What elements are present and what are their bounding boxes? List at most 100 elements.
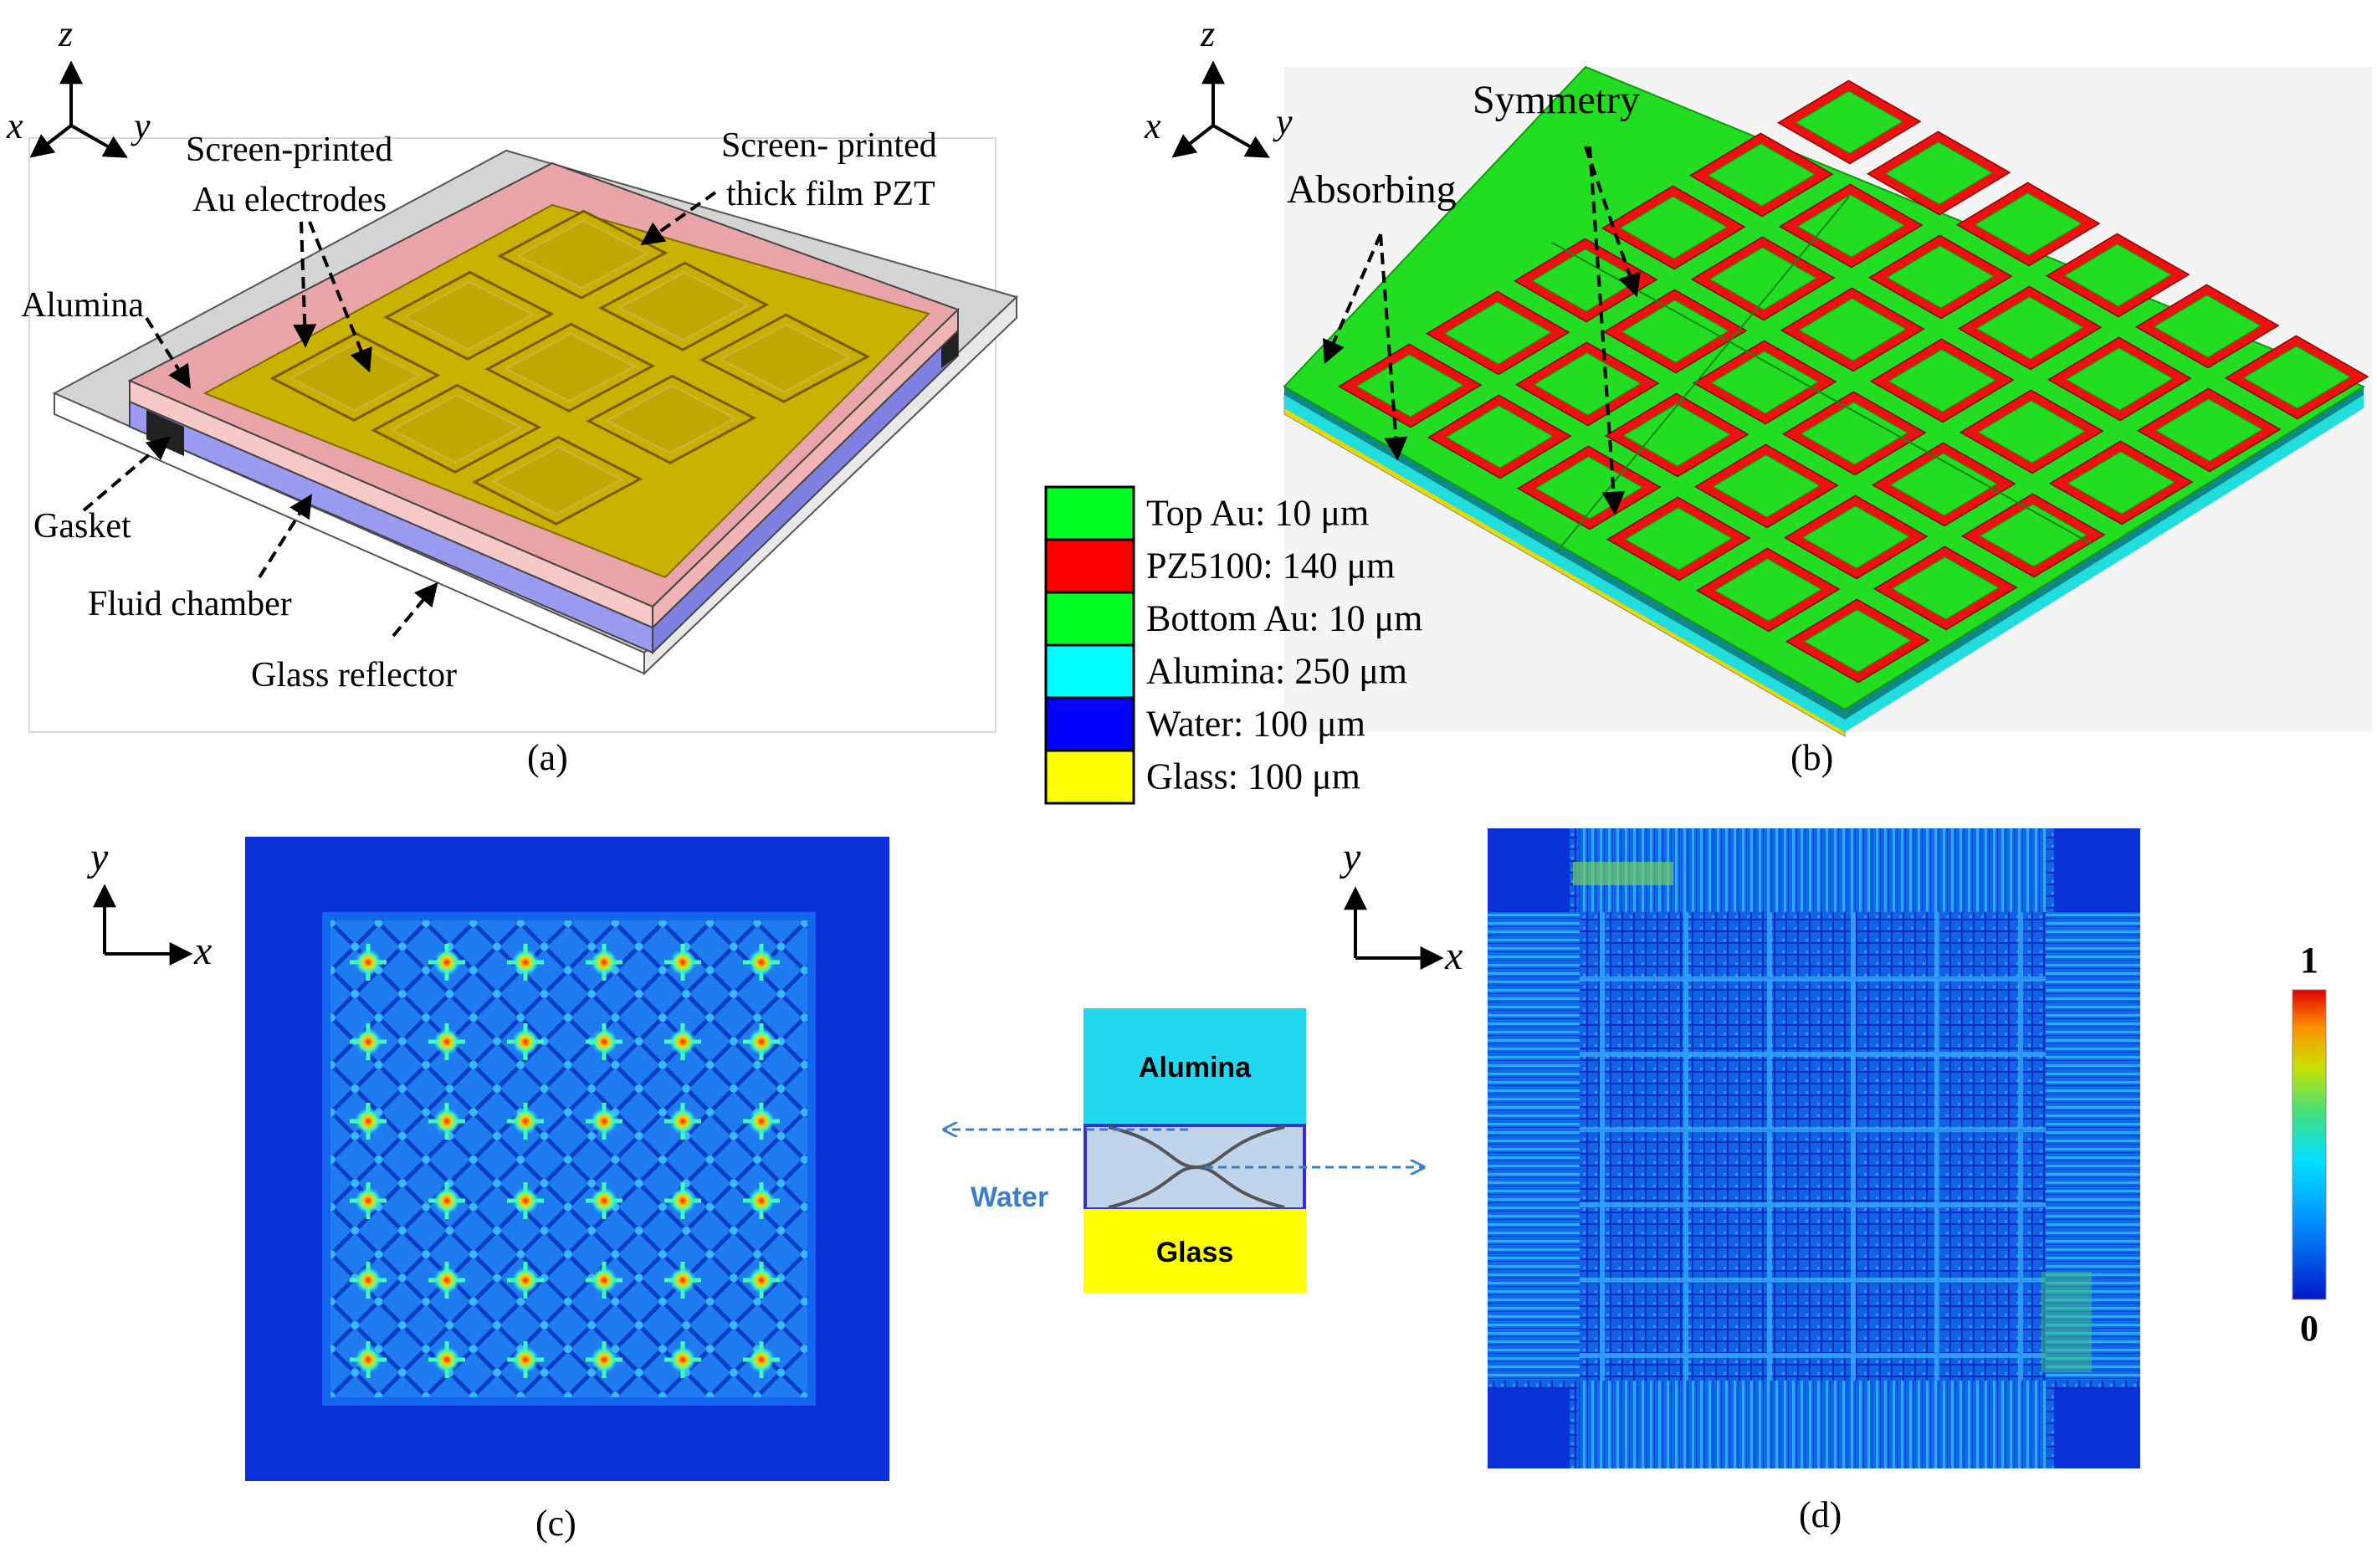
legend-swatch xyxy=(1044,749,1135,805)
hotspot xyxy=(512,1346,539,1373)
pzt-inner-au xyxy=(1619,196,1728,259)
hotspot xyxy=(355,949,382,976)
legend-swatch xyxy=(1044,696,1135,752)
legend-label: Bottom Au: 10 μm xyxy=(1146,597,1422,638)
cross-section: Alumina Glass Water xyxy=(945,1008,1422,1293)
pzt-inner-au xyxy=(2154,398,2263,462)
alumina-side-right xyxy=(652,307,959,630)
hotspot xyxy=(669,1028,696,1055)
label-electrodes-line2: Au electrodes xyxy=(192,181,387,219)
pzt-inner-au xyxy=(1443,301,1552,365)
hotspot xyxy=(355,1267,382,1294)
pzt-inner-au xyxy=(1798,298,1907,361)
hotspot xyxy=(669,949,696,976)
legend-swatch xyxy=(1044,538,1135,594)
electrodes-grid xyxy=(269,209,871,525)
hotspot xyxy=(591,1108,617,1135)
pzt-inner-au xyxy=(2242,346,2351,409)
electrode-inner xyxy=(390,393,523,464)
cs-water-label: Water xyxy=(971,1181,1048,1213)
pzt-inner-au xyxy=(1707,143,1816,207)
electrode-inner xyxy=(719,323,851,393)
device-model-b xyxy=(1283,65,2369,737)
pzt-inner-au xyxy=(1884,141,1993,205)
pzt-inner-au xyxy=(1712,454,1821,518)
pzt-inner-au xyxy=(1975,296,2084,360)
pzt-inner-au xyxy=(1889,453,1998,516)
pzt-inner-au xyxy=(1714,558,1822,622)
pzt-inner-au xyxy=(1979,504,2088,567)
hotspot xyxy=(748,1108,775,1135)
hotspot xyxy=(512,1267,539,1294)
legend-label: Alumina: 250 μm xyxy=(1146,650,1407,691)
pzt-inner-au xyxy=(1621,300,1729,363)
hotspot xyxy=(433,1346,460,1373)
pzt-inner-au xyxy=(1800,402,1908,465)
electrode-inner xyxy=(402,280,535,351)
hotspot xyxy=(591,1346,617,1373)
axes-c xyxy=(93,884,193,966)
pzt-inner-au xyxy=(1534,456,1643,520)
legend-swatch xyxy=(1044,591,1135,647)
heatmap-d xyxy=(1488,828,2140,1468)
hotspot xyxy=(591,1267,617,1294)
colorbar-min: 0 xyxy=(2300,1308,2318,1349)
hotspot xyxy=(512,1187,539,1214)
label-gasket: Gasket xyxy=(33,507,131,546)
hotspot xyxy=(355,1187,382,1214)
hotspot xyxy=(748,1028,775,1055)
label-absorbing: Absorbing xyxy=(1287,167,1457,212)
pzt-inner-au xyxy=(2153,295,2262,358)
label-electrodes-line1: Screen-printed xyxy=(186,131,392,169)
pzt-inner-au xyxy=(1977,400,2086,464)
legend-label: Water: 100 μm xyxy=(1146,703,1365,744)
cs-glass-label: Glass xyxy=(1156,1237,1234,1268)
gasket-left xyxy=(146,410,184,456)
label-symmetry: Symmetry xyxy=(1473,78,1640,122)
pzt-inner-au xyxy=(1886,245,1995,309)
hotspot xyxy=(748,1267,775,1294)
hotspot xyxy=(433,1187,460,1214)
pzt-grid-b xyxy=(1337,79,2369,684)
label-pzt-line1: Screen- printed xyxy=(721,126,937,165)
hotspot xyxy=(433,1267,460,1294)
pzt-inner-au xyxy=(1622,403,1731,467)
pzt-inner-au xyxy=(1803,609,1912,673)
hotspot xyxy=(748,1346,775,1373)
axis-x-label: x xyxy=(6,105,23,146)
axes-b xyxy=(1171,60,1270,158)
hotspot xyxy=(512,949,539,976)
axis-x-label-d: x xyxy=(1444,934,1463,978)
hotspot xyxy=(433,1028,460,1055)
axis-y-label-b: y xyxy=(1273,101,1293,142)
label-fluid-chamber: Fluid chamber xyxy=(88,585,292,623)
pzt-inner-au xyxy=(1708,247,1817,310)
axis-y-label: y xyxy=(131,105,151,146)
axis-z-label-b: z xyxy=(1200,13,1215,54)
pzt-inner-au xyxy=(1888,349,1996,412)
legend-swatch xyxy=(1044,643,1135,699)
pzt-inner-au xyxy=(1974,192,2082,256)
panel-b: z x y Symmetry Absorbing (b) xyxy=(1144,13,2372,778)
electrode-inner xyxy=(289,341,422,412)
hotspot xyxy=(355,1346,382,1373)
axes-a xyxy=(29,60,128,158)
pzt-inner-au xyxy=(1795,90,1903,154)
heatmap-c xyxy=(245,837,889,1481)
cs-alumina xyxy=(1083,1008,1306,1125)
hotspot xyxy=(591,949,617,976)
caption-c: (c) xyxy=(535,1503,576,1544)
axis-x-label-b: x xyxy=(1144,105,1161,146)
hotspot xyxy=(748,1187,775,1214)
device-3d xyxy=(52,149,1018,676)
axis-y-label-c: y xyxy=(86,835,109,879)
legend-label: Glass: 100 μm xyxy=(1146,756,1360,797)
hotspot xyxy=(355,1108,382,1135)
panel-a: z x y xyxy=(6,13,1018,778)
hotspot xyxy=(433,949,460,976)
electrode-inner xyxy=(605,384,737,454)
hotspot xyxy=(669,1108,696,1135)
hotspot xyxy=(433,1108,460,1135)
pzt-inner-au xyxy=(1445,405,1554,469)
